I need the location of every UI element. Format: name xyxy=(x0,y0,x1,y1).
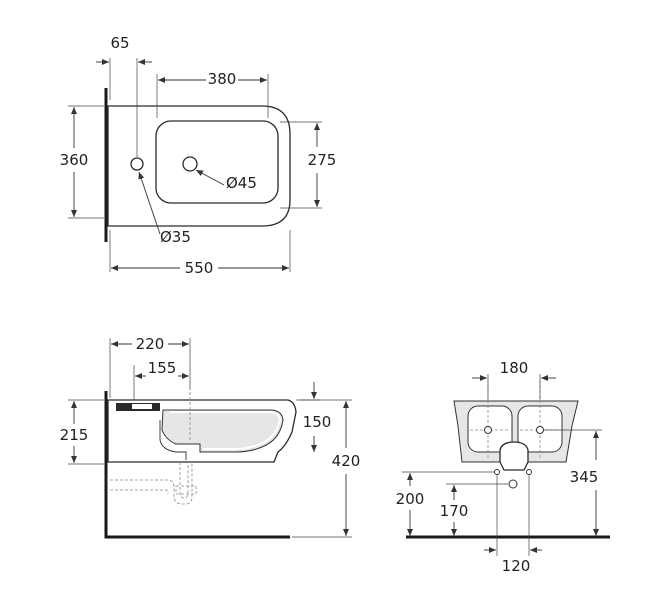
dim-345-label: 345 xyxy=(570,468,599,486)
drain-hole xyxy=(182,156,198,172)
wall-floor-line xyxy=(104,391,290,539)
dim-275-label: 275 xyxy=(308,151,337,169)
dim-155-label: 155 xyxy=(148,359,177,377)
dim-120-label: 120 xyxy=(502,557,531,575)
top-view: 65 380 360 275 Ø45 Ø35 550 xyxy=(60,34,337,277)
dim-65-label: 65 xyxy=(110,34,129,52)
dim-d45-label: Ø45 xyxy=(226,174,257,192)
fix-point-left xyxy=(484,426,492,434)
internal-waste xyxy=(159,420,187,460)
bowl-outline xyxy=(155,120,279,204)
waste-outlet xyxy=(499,441,529,471)
dim-180-label: 180 xyxy=(500,359,529,377)
bowl-interior xyxy=(161,409,284,453)
drain-mark xyxy=(508,479,518,489)
dim-150-label: 150 xyxy=(303,413,332,431)
dim-170-label: 170 xyxy=(440,502,469,520)
dim-d35-label: Ø35 xyxy=(160,228,191,246)
dim-380-label: 380 xyxy=(208,70,237,88)
dim-215-label: 215 xyxy=(60,426,89,444)
tap-hole xyxy=(130,157,144,171)
dim-550-label: 550 xyxy=(185,259,214,277)
siphon-trap xyxy=(110,462,197,505)
rear-view: 180 345 200 170 120 xyxy=(396,359,610,575)
dim-420-label: 420 xyxy=(332,452,361,470)
dim-200-label: 200 xyxy=(396,490,425,508)
fix-point-right xyxy=(536,426,544,434)
side-view: 220 155 215 150 420 xyxy=(60,335,361,539)
dim-220-label: 220 xyxy=(136,335,165,353)
dim-360-label: 360 xyxy=(60,151,89,169)
